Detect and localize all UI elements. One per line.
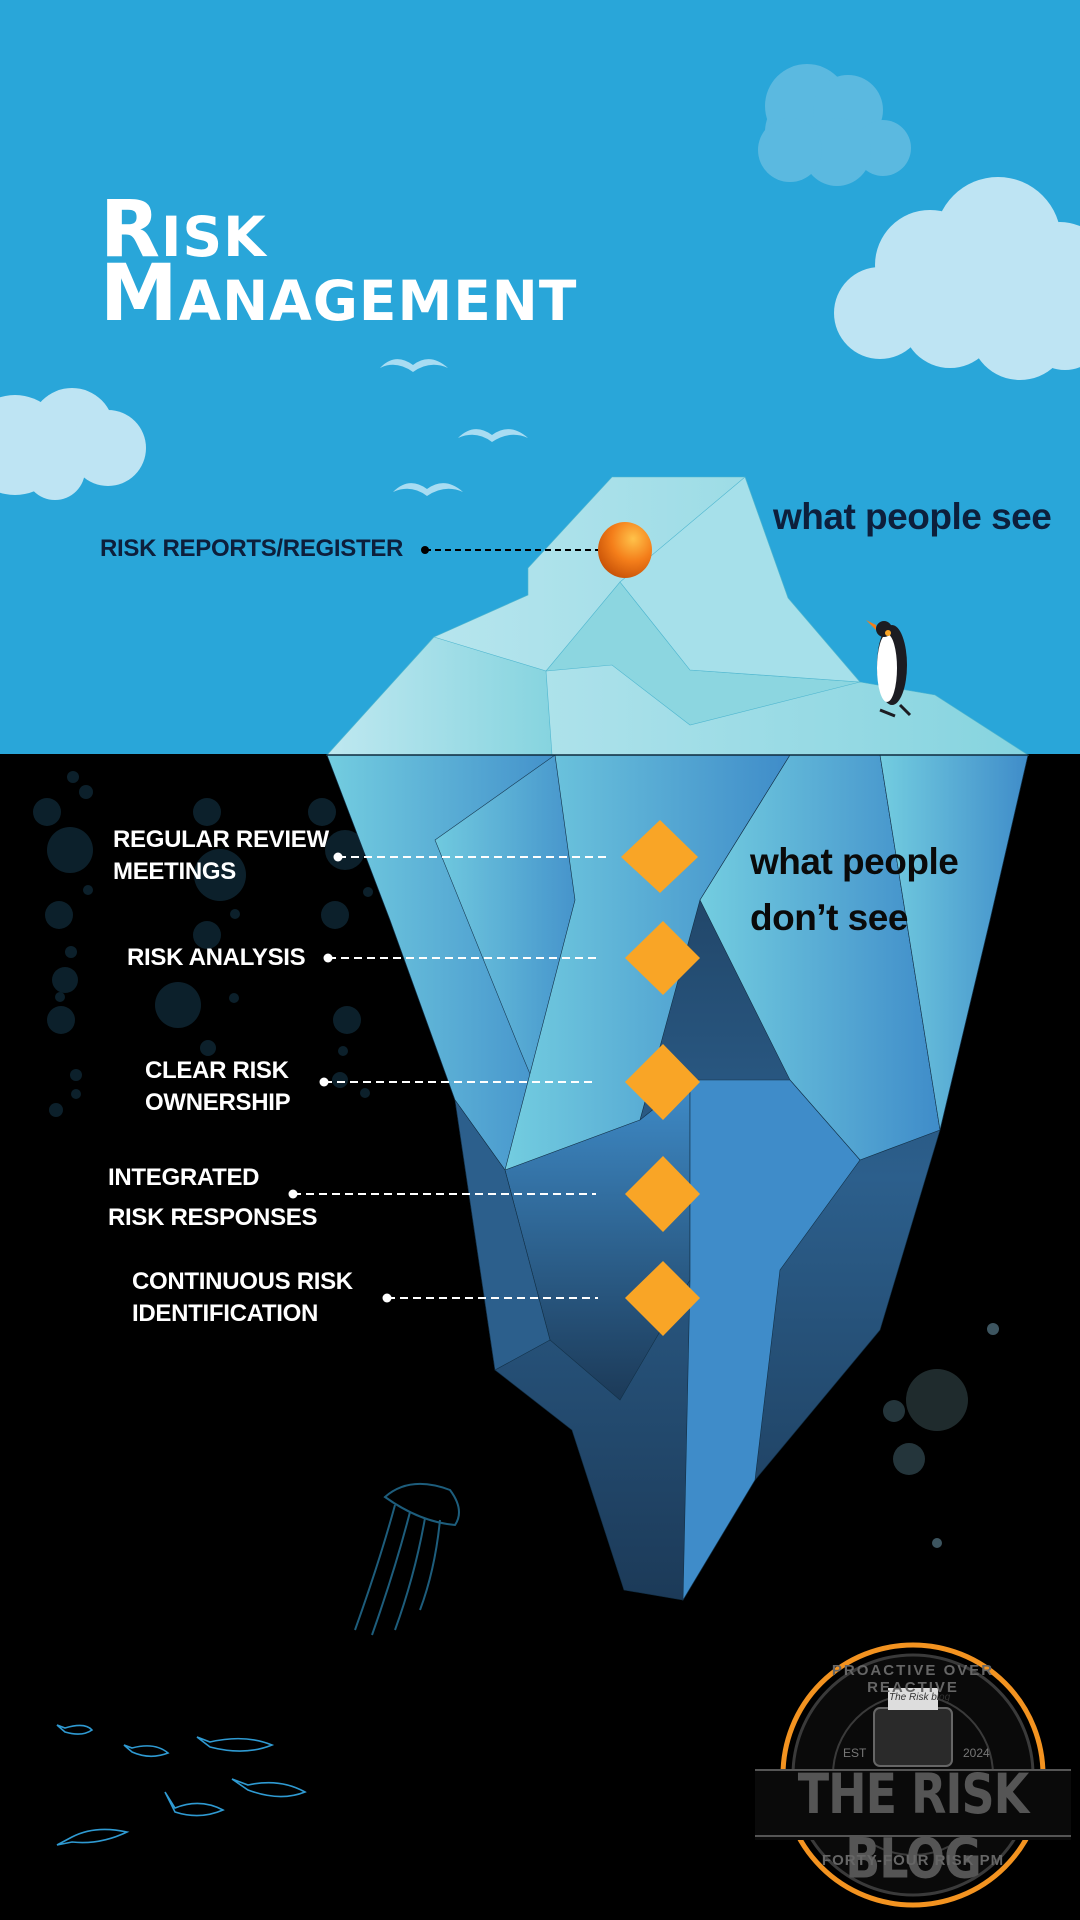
orange-diamond-icon (625, 1156, 700, 1232)
page-title: Risk Management (100, 185, 578, 339)
iceberg-tip (326, 476, 1030, 756)
leader-line (319, 1077, 596, 1087)
caption-what-people-see: what people see (773, 496, 1052, 537)
leader-line (323, 953, 601, 963)
label-risk-reports-register: RISK REPORTS/REGISTER (100, 535, 404, 562)
logo-est-year: 2024 (963, 1746, 990, 1760)
logo-est-label: EST (843, 1746, 867, 1760)
cloud-icon (834, 177, 1080, 380)
orange-diamond-icon (625, 921, 700, 995)
bird-icon (380, 359, 528, 496)
logo-paper-text: The Risk blog (889, 1692, 951, 1703)
iceberg-underwater (326, 754, 1029, 1602)
orange-diamond-icon (625, 1044, 700, 1120)
logo-name: THE RISK BLOG (797, 1761, 1030, 1891)
leader-line (288, 1189, 596, 1199)
leader-line (382, 1293, 598, 1303)
orange-sphere-marker (598, 522, 652, 578)
typewriter-icon (873, 1707, 953, 1767)
leader-line (333, 852, 608, 862)
orange-diamond-icon (625, 1261, 700, 1336)
risk-blog-logo (755, 1642, 1071, 1908)
orange-diamond-icon (621, 820, 698, 893)
title-line-2: Management (100, 249, 578, 339)
cloud-icon (0, 388, 146, 500)
label-risk-analysis: RISK ANALYSIS (127, 944, 306, 971)
jellyfish-icon (354, 1482, 460, 1636)
caption-what-people-dont-see: what people don’t see (750, 841, 959, 938)
cloud-icon (758, 64, 911, 186)
logo-arc-bottom: FORTY-FOUR RISK PM (821, 1852, 1005, 1869)
title-line-1: Risk (100, 185, 267, 275)
penguin-icon (866, 620, 912, 718)
bubbles-decoration (33, 771, 999, 1548)
logo-arc-top: PROACTIVE OVER REACTIVE (831, 1662, 995, 1696)
fish-icon (56, 1724, 307, 1846)
diamond-markers (288, 820, 700, 1336)
